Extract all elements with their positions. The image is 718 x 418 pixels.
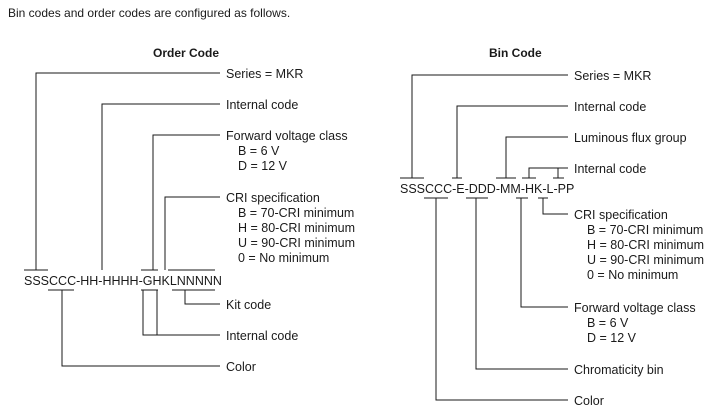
bin-voltage-opt: D = 12 V xyxy=(587,331,637,345)
order-code-heading: Order Code xyxy=(153,46,219,60)
order-line-color xyxy=(61,290,220,367)
bin-label-internal1: Internal code xyxy=(574,100,646,114)
order-label-cri: CRI specification xyxy=(226,191,320,205)
bin-line-color xyxy=(435,198,568,401)
bin-label-chroma: Chromaticity bin xyxy=(574,363,664,377)
bin-cri-opt: H = 80-CRI minimum xyxy=(587,238,704,252)
bin-code-heading: Bin Code xyxy=(489,46,542,60)
bin-label-color: Color xyxy=(574,394,604,408)
bin-code-string: SSSCCC-E-DDD-MM-HK-L-PP xyxy=(400,182,574,196)
order-line-voltage xyxy=(152,134,220,270)
bin-label-voltage: Forward voltage class xyxy=(574,301,696,315)
bin-line-internal1 xyxy=(456,105,568,178)
order-label-internal: Internal code xyxy=(226,98,298,112)
bin-voltage-opt: B = 6 V xyxy=(587,316,629,330)
order-code-string: SSSCCC-HH-HHHH-GHKLNNNNN xyxy=(24,274,222,288)
order-cri-opt: H = 80-CRI minimum xyxy=(238,221,355,235)
bin-cri-opt: 0 = No minimum xyxy=(587,268,678,282)
bin-label-cri: CRI specification xyxy=(574,208,668,222)
bin-line-flux xyxy=(505,136,568,178)
order-line-series xyxy=(35,72,220,270)
order-label-voltage: Forward voltage class xyxy=(226,129,348,143)
bin-code-diagram: Bin Code SSSCCC-E-DDD-MM-HK-L-PP Series … xyxy=(400,46,704,408)
bin-line-internal2 xyxy=(528,167,568,178)
order-label-color: Color xyxy=(226,360,256,374)
order-line-internal2 xyxy=(142,290,220,336)
order-label-series: Series = MKR xyxy=(226,67,303,81)
order-code-diagram: Order Code SSSCCC-HH-HHHH-GHKLNNNNN Seri… xyxy=(24,46,355,374)
bin-cri-opt: U = 90-CRI minimum xyxy=(587,253,704,267)
order-line-cri xyxy=(164,196,220,270)
bin-line-series xyxy=(411,74,568,178)
order-cri-opt: B = 70-CRI minimum xyxy=(238,206,354,220)
order-label-internal2: Internal code xyxy=(226,329,298,343)
bin-label-internal2: Internal code xyxy=(574,162,646,176)
bin-cri-opt: B = 70-CRI minimum xyxy=(587,223,703,237)
bin-label-series: Series = MKR xyxy=(574,69,651,83)
order-voltage-opt: B = 6 V xyxy=(238,144,280,158)
order-cri-opt: 0 = No minimum xyxy=(238,251,329,265)
order-label-kit: Kit code xyxy=(226,298,271,312)
bin-line-cri xyxy=(542,198,568,215)
bin-label-flux: Luminous flux group xyxy=(574,131,687,145)
order-cri-opt: U = 90-CRI minimum xyxy=(238,236,355,250)
order-line-internal xyxy=(101,103,220,270)
order-voltage-opt: D = 12 V xyxy=(238,159,288,173)
order-line-kit xyxy=(184,290,220,305)
bin-line-chroma xyxy=(475,198,568,370)
bin-line-voltage xyxy=(520,198,568,308)
intro-text: Bin codes and order codes are configured… xyxy=(8,6,290,20)
